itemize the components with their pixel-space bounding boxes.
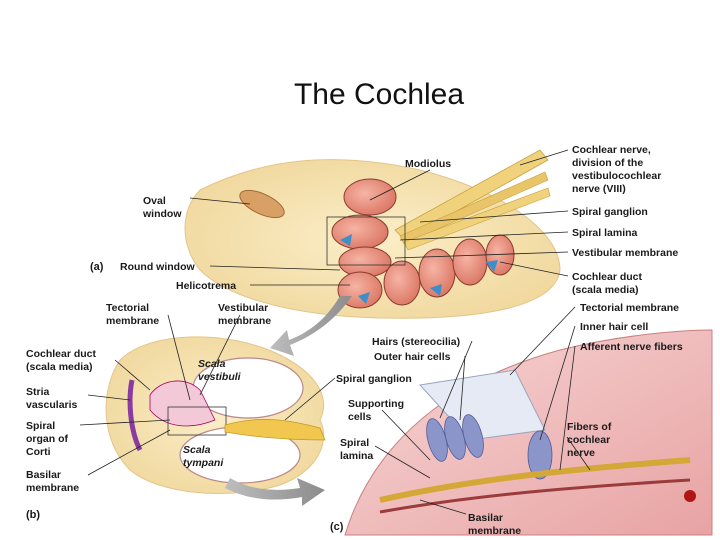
label-cochlear-duct-b-2: (scala media) (26, 361, 93, 373)
label-basilar-membrane-b-2: membrane (26, 482, 79, 494)
label-helicotrema: Helicotrema (176, 280, 236, 292)
label-cochlear-nerve-4: nerve (VIII) (572, 183, 626, 195)
label-spiral-ganglion-b: Spiral ganglion (336, 373, 412, 385)
label-tectorial-membrane-c: Tectorial membrane (580, 302, 679, 314)
cochlear-nerve-shape (394, 149, 551, 251)
label-vestibular-membrane-a: Vestibular membrane (572, 247, 678, 259)
label-vestibular-membrane-b-2: membrane (218, 315, 271, 327)
label-scala-tympani-1: Scala (183, 444, 211, 456)
label-basilar-membrane-b-1: Basilar (26, 469, 61, 481)
panel-label-a: (a) (90, 261, 104, 273)
label-tectorial-membrane-b-2: membrane (106, 315, 159, 327)
label-supporting-cells-2: cells (348, 411, 372, 423)
label-fibers-cochlear-nerve-2: cochlear (567, 434, 610, 446)
label-tectorial-membrane-b-1: Tectorial (106, 302, 149, 314)
cochlear-chambers (331, 178, 515, 309)
label-stria-vascularis-1: Stria (26, 386, 50, 398)
label-modiolus: Modiolus (405, 158, 451, 170)
label-basilar-membrane-c-1: Basilar (468, 512, 503, 524)
arrow-b-to-c (225, 478, 325, 506)
label-spiral-organ-1: Spiral (26, 420, 55, 432)
panel-b-illustration (105, 336, 326, 494)
label-hairs-stereocilia: Hairs (stereocilia) (372, 336, 460, 348)
label-supporting-cells-1: Supporting (348, 398, 404, 410)
label-spiral-organ-2: organ of (26, 433, 68, 445)
label-cochlear-duct-a-1: Cochlear duct (572, 271, 643, 283)
label-spiral-organ-3: Corti (26, 446, 51, 458)
label-cochlear-nerve-2: division of the (572, 157, 643, 169)
label-spiral-ganglion-a: Spiral ganglion (572, 206, 648, 218)
panel-c-illustration (344, 329, 713, 536)
label-outer-hair-cells: Outer hair cells (374, 351, 451, 363)
label-cochlear-nerve-3: vestibulocochlear (572, 170, 661, 182)
label-spiral-lamina-c-1: Spiral (340, 437, 369, 449)
label-basilar-membrane-c-2: membrane (468, 525, 521, 537)
label-fibers-cochlear-nerve-3: nerve (567, 447, 595, 459)
label-cochlear-duct-a-2: (scala media) (572, 284, 639, 296)
label-scala-vestibuli-1: Scala (198, 358, 226, 370)
label-inner-hair-cell: Inner hair cell (580, 321, 648, 333)
label-stria-vascularis-2: vascularis (26, 399, 78, 411)
label-afferent-nerve-fibers: Afferent nerve fibers (580, 341, 683, 353)
panel-label-b: (b) (26, 509, 40, 521)
label-scala-tympani-2: tympani (183, 457, 224, 469)
arrow-a-to-b (270, 296, 352, 356)
label-vestibular-membrane-b-1: Vestibular (218, 302, 268, 314)
label-cochlear-nerve-1: Cochlear nerve, (572, 144, 651, 156)
panel-a-illustration (184, 149, 561, 319)
slide-title: The Cochlea (293, 78, 465, 111)
panel-label-c: (c) (330, 521, 344, 533)
label-cochlear-duct-b-1: Cochlear duct (26, 348, 97, 360)
label-scala-vestibuli-2: vestibuli (198, 371, 242, 383)
oval-window-shape (239, 189, 285, 219)
label-oval-window-1: Oval (143, 195, 166, 207)
label-oval-window-2: window (142, 208, 182, 220)
label-round-window: Round window (120, 261, 195, 273)
label-spiral-lamina-a: Spiral lamina (572, 227, 638, 239)
label-fibers-cochlear-nerve-1: Fibers of (567, 421, 612, 433)
label-spiral-lamina-c-2: lamina (340, 450, 373, 462)
leader-lines (79, 149, 591, 515)
